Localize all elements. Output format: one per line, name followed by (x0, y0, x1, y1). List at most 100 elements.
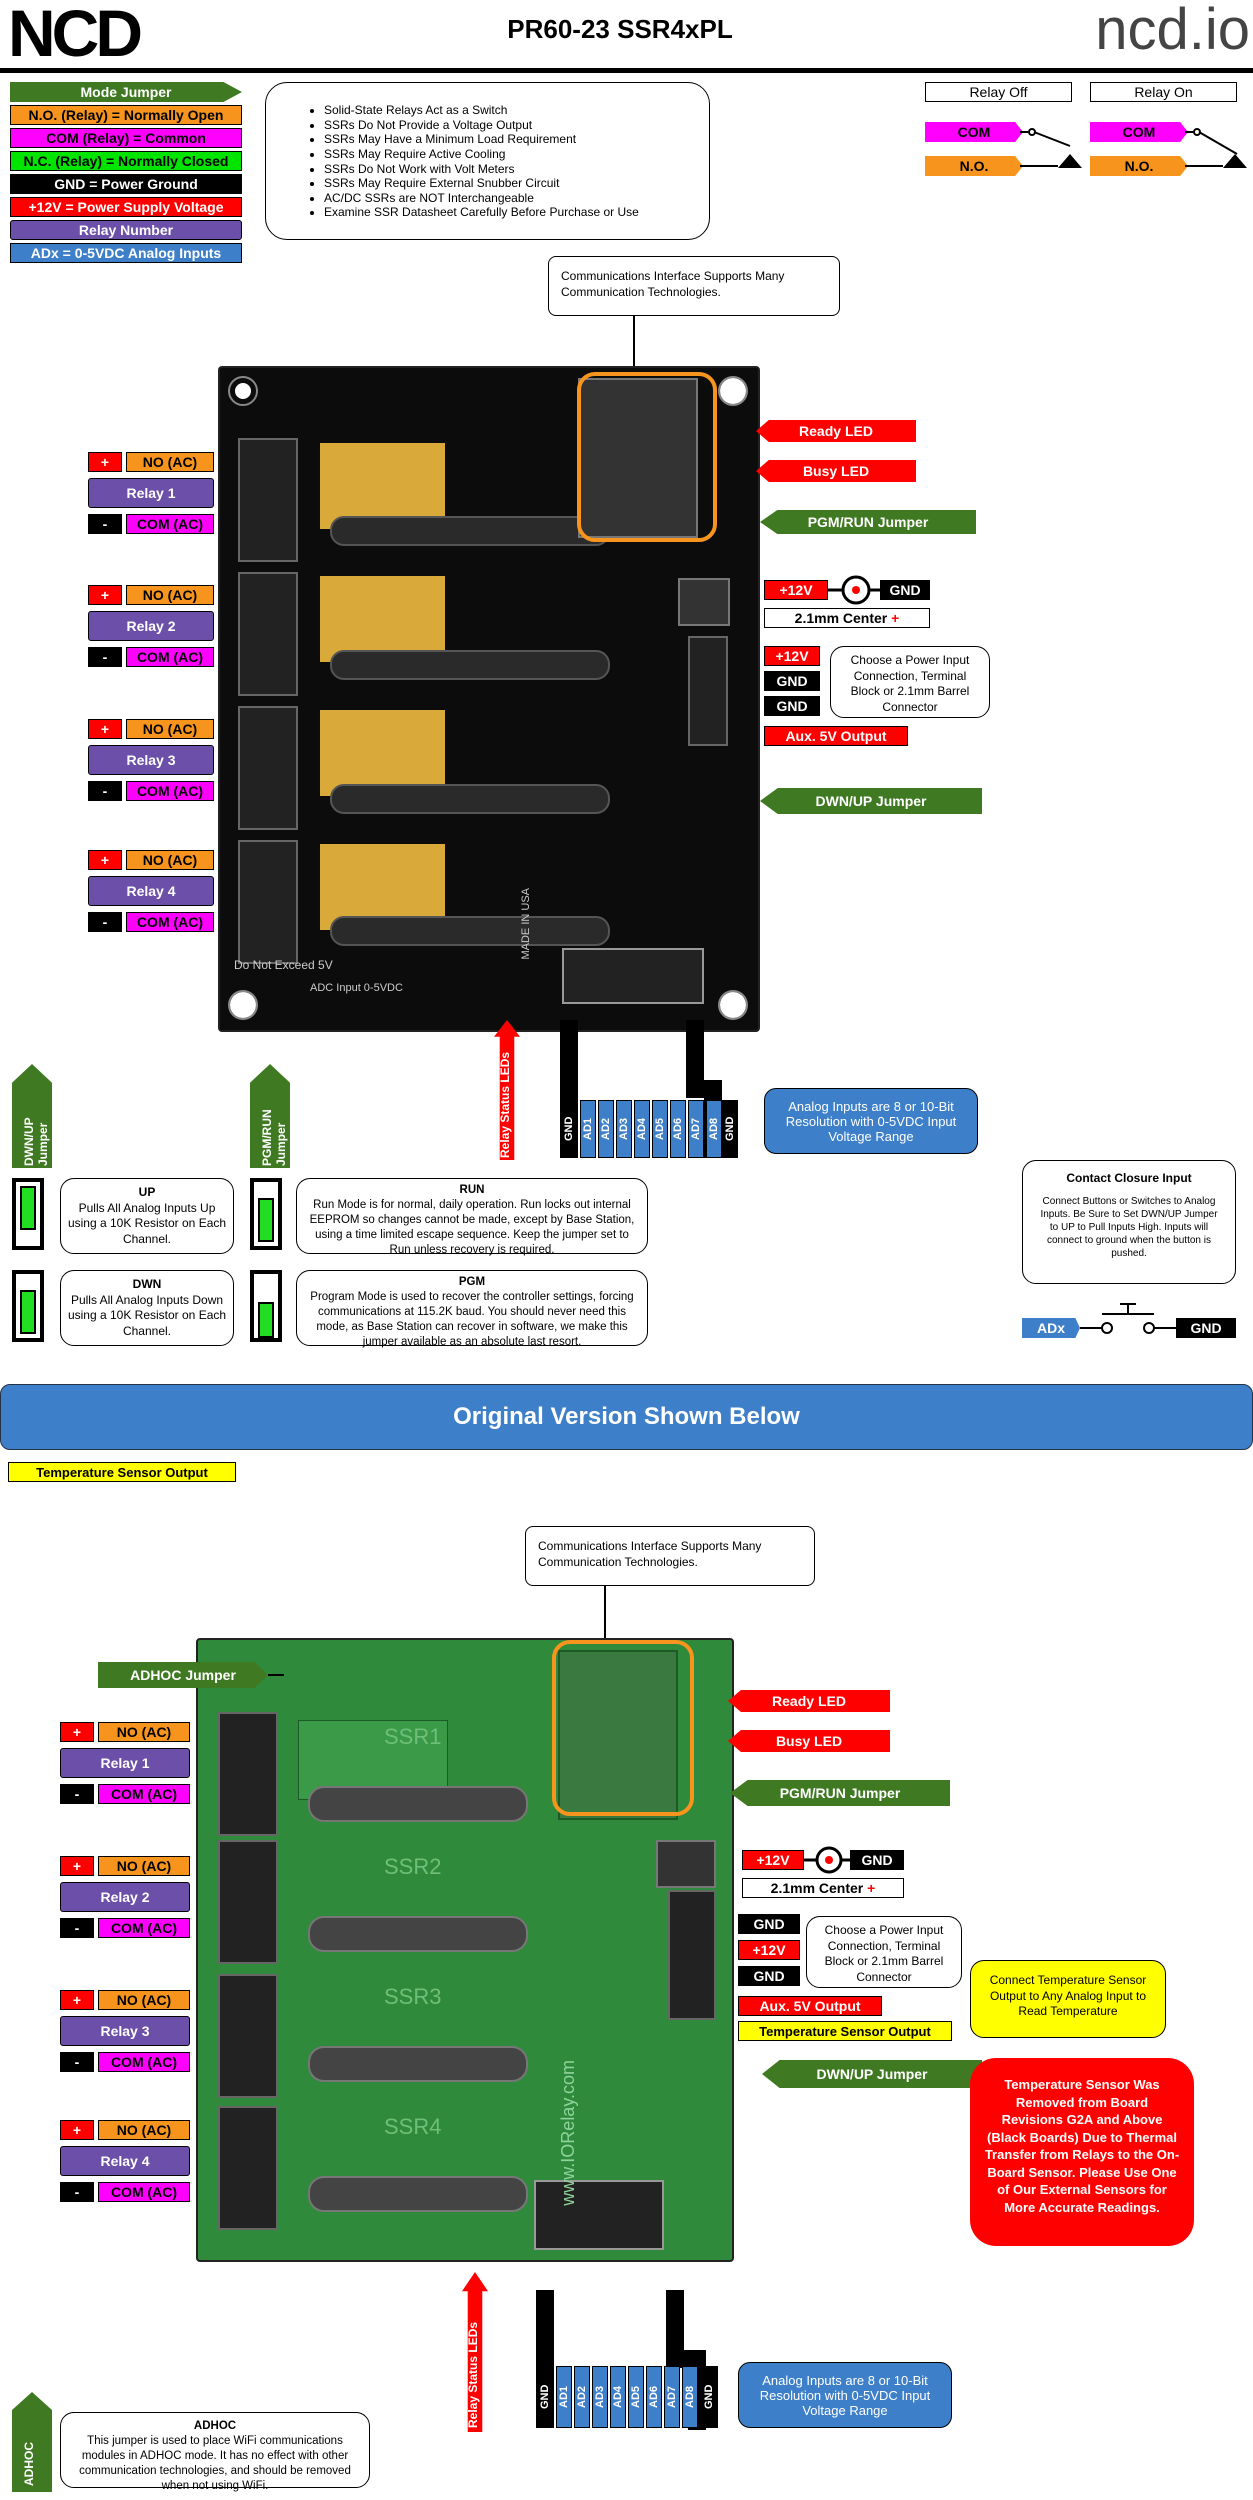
pgmrun-mode-label: PGM/RUN Jumper (260, 1109, 288, 1166)
dwn-text: Pulls All Analog Inputs Down using a 10K… (67, 1292, 227, 1338)
b-ready-led-label: Ready LED (728, 1690, 890, 1712)
b-relay1-name: Relay 1 (60, 1748, 190, 1778)
board-made-in-usa: MADE IN USA (520, 888, 532, 960)
b-relay1-no: NO (AC) (98, 1722, 190, 1742)
b-adc-pin: GND (700, 2366, 718, 2428)
terminal-12v-label: +12V (764, 646, 820, 666)
adhoc-title: ADHOC (193, 2420, 237, 2432)
b-relay2-no: NO (AC) (98, 1856, 190, 1876)
b-v12-label: +12V (742, 1850, 804, 1870)
b-aux-5v-label: Aux. 5V Output (738, 1996, 882, 2016)
legend-nc: N.C. (Relay) = Normally Closed (10, 151, 242, 171)
relay3-no: NO (AC) (126, 719, 214, 739)
pgm-text: Program Mode is used to recover the cont… (310, 1290, 634, 1348)
b-adc-pin: AD1 (556, 2366, 572, 2428)
b-relay-status-leds-label: Relay Status LEDs (466, 2321, 480, 2428)
adc-pin: AD8 (706, 1100, 722, 1158)
run-note: RUN Run Mode is for normal, daily operat… (296, 1178, 648, 1256)
board-green: SSR1 SSR2 SSR3 SSR4 www.IORelay.com (196, 1638, 734, 2262)
b-barrel-label: 2.1mm Center + (742, 1878, 904, 1898)
comm-interface-note: Communications Interface Supports Many C… (548, 256, 840, 316)
note-item: SSRs Do Not Provide a Voltage Output (324, 118, 679, 133)
b-barrel-text: 2.1mm Center (770, 1880, 864, 1896)
adhoc-mode-label: ADHOC (22, 2442, 36, 2486)
b-busy-led-label: Busy LED (728, 1730, 890, 1752)
b-relay4-plus: + (60, 2120, 94, 2140)
adc-pin: GND (560, 1100, 578, 1158)
push-button-icon (1080, 1303, 1176, 1334)
brand-right: ncd.io (1095, 0, 1250, 62)
adc-pin: AD7 (688, 1100, 704, 1158)
temp-sensor-warning: Temperature Sensor Was Removed from Boar… (970, 2058, 1194, 2246)
note-item: SSRs May Require External Snubber Circui… (324, 176, 679, 191)
b-relay4-name: Relay 4 (60, 2146, 190, 2176)
b-relay3-name: Relay 3 (60, 2016, 190, 2046)
adc-pin: AD6 (670, 1100, 686, 1158)
adhoc-note: ADHOC This jumper is used to place WiFi … (60, 2412, 370, 2492)
b-adc-pin: GND (536, 2366, 554, 2428)
note-item: Solid-State Relays Act as a Switch (324, 103, 679, 118)
relay1-no: NO (AC) (126, 452, 214, 472)
b-temp-output-label: Temperature Sensor Output (738, 2021, 952, 2041)
jumper-run-icon (250, 1178, 282, 1250)
b-relay4-com: COM (AC) (98, 2182, 190, 2202)
up-note: UP Pulls All Analog Inputs Up using a 10… (60, 1178, 234, 1254)
b-gnd-barrel-label: GND (850, 1850, 904, 1870)
relay-off-com: COM (925, 122, 1023, 142)
b-relay2-name: Relay 2 (60, 1882, 190, 1912)
note-item: SSRs Do Not Work with Volt Meters (324, 162, 679, 177)
note-item: Examine SSR Datasheet Carefully Before P… (324, 205, 679, 220)
aux-5v-label: Aux. 5V Output (764, 726, 908, 746)
adc-pin: AD1 (580, 1100, 596, 1158)
terminal-gnd1-label: GND (764, 671, 820, 691)
comm-module-highlight-2 (552, 1640, 694, 1816)
adc-pin: GND (722, 1100, 738, 1158)
dwn-note: DWN Pulls All Analog Inputs Down using a… (60, 1270, 234, 1346)
legend-12v: +12V = Power Supply Voltage (10, 197, 242, 217)
relay-status-leds-label: Relay Status LEDs (498, 1051, 512, 1158)
adc-pin: AD2 (598, 1100, 614, 1158)
board-ssr4-label: SSR4 (384, 2114, 442, 2139)
relay3-minus: - (88, 781, 122, 801)
b-pgm-run-jumper-label: PGM/RUN Jumper (730, 1780, 950, 1806)
comm-module-highlight (577, 372, 717, 542)
dwnup-mode-label: DWN/UP Jumper (22, 1117, 50, 1166)
relay3-com: COM (AC) (126, 781, 214, 801)
relay2-plus: + (88, 585, 122, 605)
board-black: Do Not Exceed 5V ADC Input 0-5VDC MADE I… (218, 366, 760, 1032)
b-adc-pin: AD5 (628, 2366, 644, 2428)
b-adc-pin: AD4 (610, 2366, 626, 2428)
dwn-title: DWN (132, 1277, 162, 1291)
b-barrel-plus: + (867, 1880, 876, 1896)
run-title: RUN (459, 1184, 485, 1196)
relay4-no: NO (AC) (126, 850, 214, 870)
header-rule (0, 68, 1253, 73)
contact-adx-label: ADx (1022, 1318, 1080, 1338)
ncd-logo: NCD (8, 0, 258, 70)
legend-gnd: GND = Power Ground (10, 174, 242, 194)
contact-closure-text: Connect Buttons or Switches to Analog In… (1040, 1195, 1218, 1259)
relay2-no: NO (AC) (126, 585, 214, 605)
dwn-up-jumper-label: DWN/UP Jumper (760, 788, 982, 814)
comm-interface-note-2: Communications Interface Supports Many C… (525, 1526, 815, 1586)
relay-on-no: N.O. (1090, 156, 1188, 176)
adhoc-jumper-pointer (268, 1674, 284, 1676)
board-ssr3-label: SSR3 (384, 1984, 442, 2009)
terminal-gnd2-label: GND (764, 696, 820, 716)
legend-com: COM (Relay) = Common (10, 128, 242, 148)
b-terminal-12v-label: +12V (738, 1940, 800, 1960)
pgm-note: PGM Program Mode is used to recover the … (296, 1270, 648, 1348)
busy-led-label: Busy LED (756, 460, 916, 482)
temp-sensor-legend: Temperature Sensor Output (8, 1462, 236, 1482)
note-item: SSRs May Have a Minimum Load Requirement (324, 132, 679, 147)
contact-gnd-label: GND (1176, 1318, 1236, 1338)
legend-adx: ADx = 0-5VDC Analog Inputs (10, 243, 242, 263)
original-version-banner: Original Version Shown Below (0, 1384, 1253, 1450)
relay1-com: COM (AC) (126, 514, 214, 534)
b-barrel-symbol-icon (804, 1846, 854, 1874)
barrel-text: 2.1mm Center (794, 610, 888, 626)
comm-pointer-line-2 (604, 1586, 606, 1640)
adhoc-jumper-label: ADHOC Jumper (98, 1662, 268, 1688)
relay1-minus: - (88, 514, 122, 534)
b-relay2-com: COM (AC) (98, 1918, 190, 1938)
